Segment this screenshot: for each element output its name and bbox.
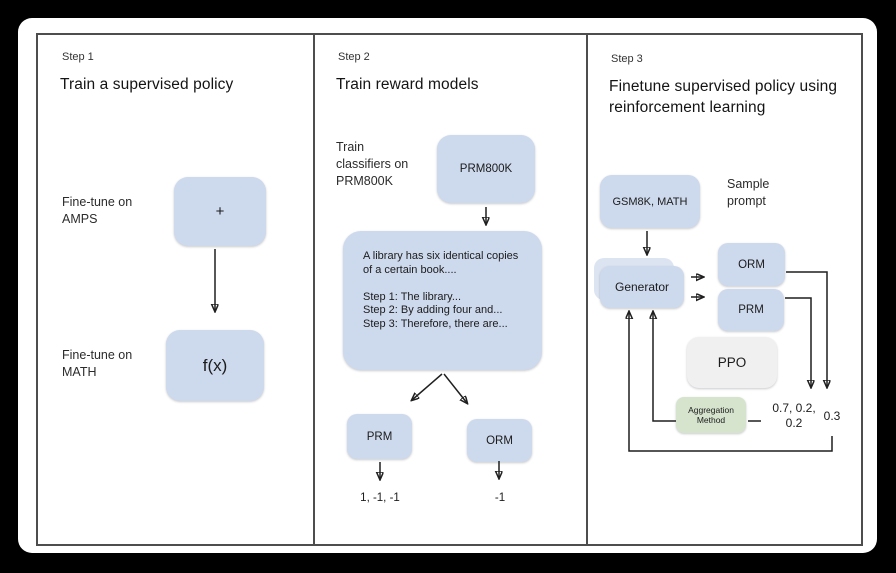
step2-label: Step 2 <box>338 51 370 63</box>
prm-output-scores: 1, -1, -1 <box>360 492 400 504</box>
train-classifiers-label: Train classifiers on PRM800K <box>336 140 409 188</box>
plus-node: + <box>174 177 266 246</box>
dataset-node: GSM8K, MATH <box>600 175 700 228</box>
aggregation-method-node: Aggregation Method <box>676 397 746 433</box>
finetune-amps-label: Fine-tune on AMPS <box>62 195 133 226</box>
panel-divider-2 <box>586 33 588 544</box>
panel-divider-1 <box>313 33 315 544</box>
step3-label: Step 3 <box>611 53 643 65</box>
problem-sample-node: A library has six identical copies of a … <box>343 231 542 370</box>
orm-output-score: -1 <box>494 492 506 504</box>
prm-node-step3: PRM <box>718 289 784 331</box>
fx-node: f(x) <box>166 330 264 401</box>
step2-title: Train reward models <box>336 76 479 93</box>
orm-node-step2: ORM <box>467 419 532 462</box>
diagram-frame <box>36 33 863 546</box>
orm-final-score: 0.3 <box>823 409 841 423</box>
orm-node-step3: ORM <box>718 243 785 286</box>
ppo-node: PPO <box>687 337 777 388</box>
prm800k-node: PRM800K <box>437 135 535 203</box>
finetune-math-label: Fine-tune on MATH <box>62 348 133 379</box>
step1-label: Step 1 <box>62 51 94 63</box>
prm-node-step2: PRM <box>347 414 412 459</box>
sample-prompt-label: Sample prompt <box>727 177 770 208</box>
step3-title: Finetune supervised policy using reinfor… <box>609 78 838 116</box>
step1-title: Train a supervised policy <box>60 76 234 93</box>
generator-node: Generator <box>600 266 684 308</box>
